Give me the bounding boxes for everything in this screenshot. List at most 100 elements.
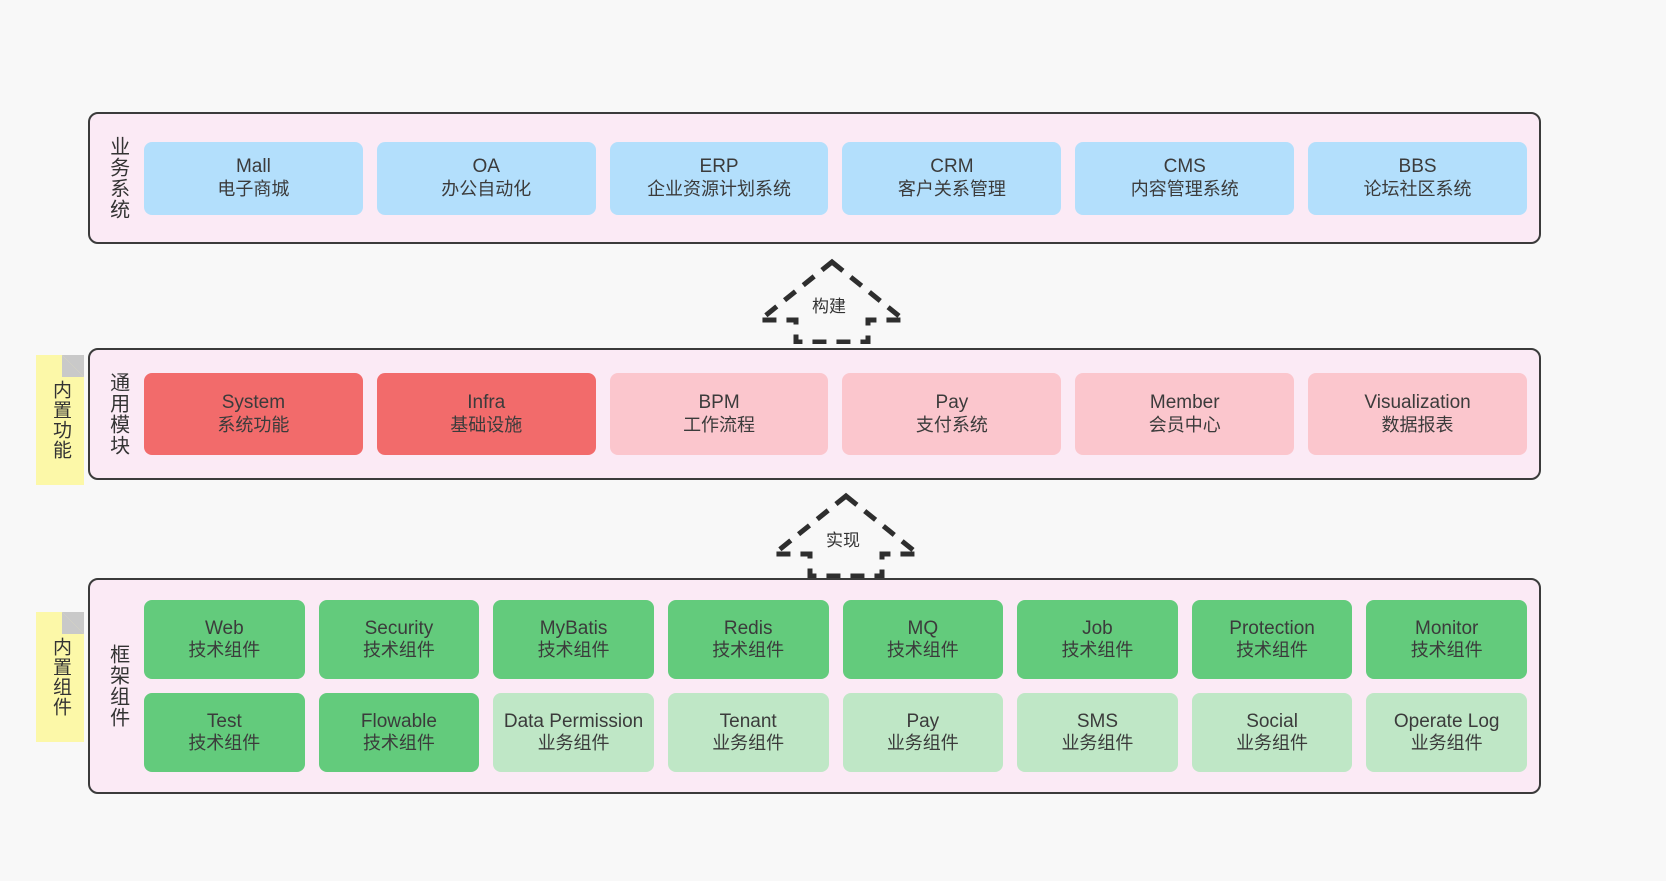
note-built-in-functions: 内置功能 bbox=[36, 355, 84, 485]
layer-body-frame: Web 技术组件 Security 技术组件 MyBatis 技术组件 Redi… bbox=[144, 580, 1539, 792]
note-fold-icon bbox=[62, 612, 84, 634]
box-erp[interactable]: ERP 企业资源计划系统 bbox=[609, 141, 829, 215]
box-title: Flowable bbox=[360, 710, 437, 732]
box-subtitle: 客户关系管理 bbox=[897, 178, 1006, 199]
box-title: Infra bbox=[467, 392, 506, 414]
box-title: BPM bbox=[698, 392, 740, 414]
box-title: Visualization bbox=[1364, 392, 1471, 414]
box-title: System bbox=[221, 392, 286, 414]
layer-title-modules: 通用模块 bbox=[106, 372, 129, 456]
box-title: Data Permission bbox=[503, 710, 644, 732]
box-subtitle: 技术组件 bbox=[362, 733, 435, 754]
box-title: Monitor bbox=[1415, 617, 1479, 639]
box-mybatis[interactable]: MyBatis 技术组件 bbox=[493, 600, 654, 679]
box-subtitle: 技术组件 bbox=[537, 640, 610, 661]
box-security[interactable]: Security 技术组件 bbox=[318, 600, 480, 679]
box-title: CRM bbox=[930, 156, 974, 178]
box-subtitle: 技术组件 bbox=[188, 640, 261, 661]
box-title: Security bbox=[364, 617, 434, 639]
box-crm[interactable]: CRM 客户关系管理 bbox=[842, 141, 1062, 215]
box-subtitle: 基础设施 bbox=[450, 414, 523, 435]
box-oa[interactable]: OA 办公自动化 bbox=[376, 141, 596, 215]
box-mq[interactable]: MQ 技术组件 bbox=[842, 600, 1004, 679]
box-title: OA bbox=[472, 156, 500, 178]
box-subtitle: 业务组件 bbox=[537, 733, 610, 754]
box-redis[interactable]: Redis 技术组件 bbox=[667, 600, 829, 679]
build-arrow-icon bbox=[756, 258, 908, 344]
row-business-systems: Mall 电子商城 OA 办公自动化 ERP 企业资源计划系统 CRM 客户关系… bbox=[144, 141, 1527, 215]
layer-body-modules: System 系统功能 Infra 基础设施 BPM 工作流程 Pay 支付系统… bbox=[144, 350, 1539, 478]
box-subtitle: 技术组件 bbox=[712, 640, 785, 661]
box-subtitle: 支付系统 bbox=[915, 414, 988, 435]
box-title: Operate Log bbox=[1393, 710, 1500, 732]
box-subtitle: 技术组件 bbox=[886, 640, 959, 661]
box-title: ERP bbox=[699, 156, 739, 178]
row-business-components: Test 技术组件 Flowable 技术组件 Data Permission … bbox=[144, 693, 1527, 772]
box-mall[interactable]: Mall 电子商城 bbox=[144, 141, 363, 215]
box-monitor[interactable]: Monitor 技术组件 bbox=[1366, 600, 1527, 679]
box-system[interactable]: System 系统功能 bbox=[144, 373, 363, 455]
box-subtitle: 业务组件 bbox=[1061, 733, 1134, 754]
layer-title-frame: 框架组件 bbox=[106, 644, 129, 728]
box-web[interactable]: Web 技术组件 bbox=[144, 600, 305, 679]
note-label: 内置组件 bbox=[50, 637, 72, 717]
box-title: CMS bbox=[1163, 156, 1206, 178]
box-title: Member bbox=[1149, 392, 1220, 414]
box-subtitle: 技术组件 bbox=[1410, 640, 1483, 661]
layer-body-business: Mall 电子商城 OA 办公自动化 ERP 企业资源计划系统 CRM 客户关系… bbox=[144, 114, 1539, 242]
box-title: Web bbox=[204, 617, 244, 639]
box-subtitle: 会员中心 bbox=[1148, 414, 1221, 435]
build-arrow-label: 构建 bbox=[812, 297, 846, 316]
box-bbs[interactable]: BBS 论坛社区系统 bbox=[1308, 141, 1527, 215]
box-protection[interactable]: Protection 技术组件 bbox=[1191, 600, 1353, 679]
box-subtitle: 数据报表 bbox=[1381, 414, 1454, 435]
note-label: 内置功能 bbox=[50, 380, 72, 460]
row-tech-components: Web 技术组件 Security 技术组件 MyBatis 技术组件 Redi… bbox=[144, 600, 1527, 679]
box-cms[interactable]: CMS 内容管理系统 bbox=[1075, 141, 1295, 215]
box-flowable[interactable]: Flowable 技术组件 bbox=[318, 693, 480, 772]
row-general-modules: System 系统功能 Infra 基础设施 BPM 工作流程 Pay 支付系统… bbox=[144, 373, 1527, 455]
box-data-permission[interactable]: Data Permission 业务组件 bbox=[493, 693, 654, 772]
box-title: Job bbox=[1082, 617, 1113, 639]
box-title: Pay bbox=[935, 392, 969, 414]
box-subtitle: 内容管理系统 bbox=[1130, 178, 1239, 199]
box-bpm[interactable]: BPM 工作流程 bbox=[609, 373, 829, 455]
box-subtitle: 业务组件 bbox=[1236, 733, 1309, 754]
box-operate-log[interactable]: Operate Log 业务组件 bbox=[1366, 693, 1527, 772]
box-title: Redis bbox=[723, 617, 773, 639]
box-title: Mall bbox=[235, 156, 271, 178]
box-test[interactable]: Test 技术组件 bbox=[144, 693, 305, 772]
box-title: MyBatis bbox=[539, 617, 608, 639]
box-infra[interactable]: Infra 基础设施 bbox=[376, 373, 596, 455]
box-subtitle: 技术组件 bbox=[1236, 640, 1309, 661]
box-subtitle: 论坛社区系统 bbox=[1363, 178, 1472, 199]
box-pay-component[interactable]: Pay 业务组件 bbox=[842, 693, 1004, 772]
box-visualization[interactable]: Visualization 数据报表 bbox=[1308, 373, 1527, 455]
box-job[interactable]: Job 技术组件 bbox=[1017, 600, 1178, 679]
layer-general-modules: 通用模块 System 系统功能 Infra 基础设施 BPM 工作流程 Pay… bbox=[88, 348, 1541, 480]
box-tenant[interactable]: Tenant 业务组件 bbox=[667, 693, 829, 772]
box-social[interactable]: Social 业务组件 bbox=[1191, 693, 1353, 772]
box-title: Social bbox=[1246, 710, 1298, 732]
box-title: MQ bbox=[907, 617, 939, 639]
box-pay[interactable]: Pay 支付系统 bbox=[842, 373, 1062, 455]
note-built-in-components: 内置组件 bbox=[36, 612, 84, 742]
note-fold-icon bbox=[62, 355, 84, 377]
box-sms[interactable]: SMS 业务组件 bbox=[1017, 693, 1178, 772]
box-subtitle: 企业资源计划系统 bbox=[647, 178, 792, 199]
box-title: Protection bbox=[1229, 617, 1315, 639]
box-subtitle: 系统功能 bbox=[217, 414, 290, 435]
box-title: Pay bbox=[906, 710, 940, 732]
box-subtitle: 工作流程 bbox=[683, 414, 756, 435]
box-title: SMS bbox=[1076, 710, 1119, 732]
box-subtitle: 业务组件 bbox=[886, 733, 959, 754]
box-title: BBS bbox=[1398, 156, 1437, 178]
implement-arrow-icon bbox=[770, 492, 922, 578]
box-subtitle: 电子商城 bbox=[217, 178, 290, 199]
box-subtitle: 技术组件 bbox=[1061, 640, 1134, 661]
box-subtitle: 业务组件 bbox=[712, 733, 785, 754]
box-title: Test bbox=[206, 710, 242, 732]
box-member[interactable]: Member 会员中心 bbox=[1075, 373, 1295, 455]
box-subtitle: 办公自动化 bbox=[441, 178, 532, 199]
